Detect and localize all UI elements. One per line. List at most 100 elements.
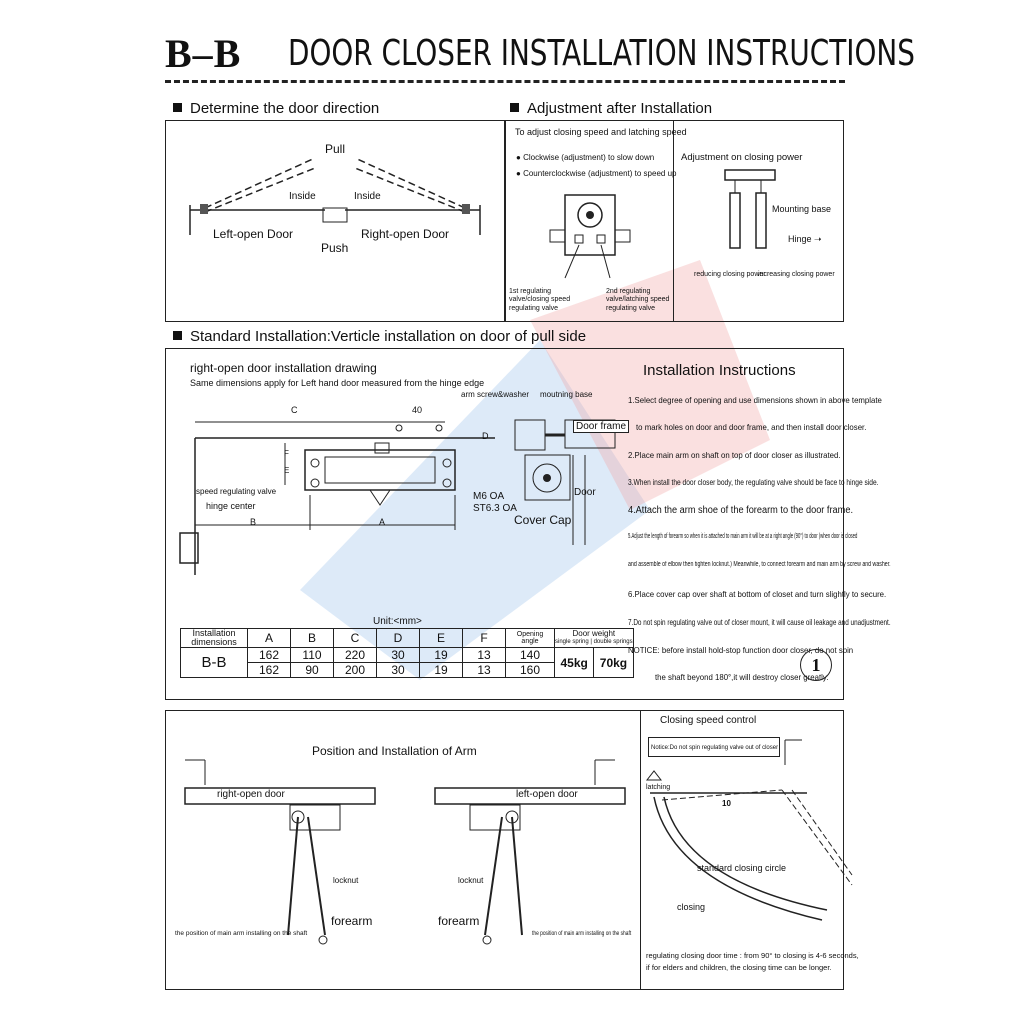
- table-cell: 90: [290, 662, 334, 678]
- closing-label: closing: [677, 902, 706, 912]
- speed-footer-1: regulating closing door time : from 90° …: [646, 951, 859, 960]
- model-cell: B-B: [180, 647, 248, 678]
- table-cell: 19: [419, 647, 463, 663]
- arm-position-diagram: [184, 759, 626, 945]
- mounting-base-label2: moutning base: [540, 390, 593, 399]
- table-cell: 19: [419, 662, 463, 678]
- closing-speed-diagram: [645, 739, 853, 921]
- weight-double-cell: 70kg: [593, 647, 634, 678]
- m6-label: M6 OA: [473, 491, 505, 502]
- col-f: F: [462, 628, 506, 648]
- dim-c-label: C: [291, 405, 298, 415]
- door-label: Door: [574, 487, 596, 498]
- step-line: NOTICE: before install hold-stop functio…: [628, 645, 854, 655]
- closing-power-diagram: [724, 169, 776, 249]
- step-line: 5.Adjust the length of forearm so when i…: [628, 533, 858, 540]
- valve2-caption: 2nd regulating valve/latching speed regu…: [606, 288, 670, 312]
- bullet-square-icon: [173, 331, 182, 340]
- step-line: 4.Attach the arm shoe of the forearm to …: [628, 505, 854, 516]
- table-cell: 160: [505, 662, 555, 678]
- step-line: 3.When install the door closer body, the…: [628, 477, 879, 487]
- bullet-square-icon: [173, 103, 182, 112]
- unit-label: Unit:<mm>: [373, 616, 422, 627]
- speed-notice-box: Notice:Do not spin regulating valve out …: [648, 737, 780, 757]
- dim-e-label: E: [284, 466, 290, 475]
- weight-single-cell: 45kg: [553, 647, 595, 678]
- table-cell: 30: [376, 647, 420, 663]
- door-frame-label: Door frame: [573, 420, 630, 433]
- arm-panel: [165, 710, 844, 990]
- step-line: to mark holes on door and door frame, an…: [636, 422, 867, 432]
- speed-valve-label: speed regulating valve: [196, 487, 277, 496]
- hinge-center-label: hinge center: [206, 501, 256, 511]
- col-b: B: [290, 628, 334, 648]
- section-heading-adjustment: Adjustment after Installation: [510, 100, 712, 117]
- inside-left-label: Inside: [289, 191, 316, 202]
- locknut-right-label: locknut: [333, 876, 359, 885]
- push-label: Push: [321, 241, 349, 255]
- standard-closing-circle-label: standard closing circle: [697, 863, 787, 873]
- standard-installation-panel: [165, 348, 844, 700]
- speed-footer-2: if for elders and children, the closing …: [646, 963, 832, 972]
- forearm-left-label: forearm: [438, 914, 480, 928]
- table-cell: 13: [462, 662, 506, 678]
- step-line: 6.Place cover cap over shaft at bottom o…: [628, 589, 887, 599]
- main-arm-position-right: the position of main arm installing on t…: [175, 930, 308, 937]
- speed-control-title: Closing speed control: [660, 715, 757, 726]
- door-direction-panel: [165, 120, 505, 322]
- dim-40-label: 40: [412, 405, 423, 415]
- table-cell: 162: [247, 647, 291, 663]
- inside-right-label: Inside: [354, 191, 381, 202]
- adjustment-divider: [673, 120, 674, 322]
- bullet-clockwise: ● Clockwise (adjustment) to slow down: [516, 153, 655, 162]
- right-open-door-label: Right-open Door: [361, 227, 450, 241]
- left-open-door-arm-label: left-open door: [516, 789, 578, 800]
- main-arm-position-left: the position of main arm installing on t…: [532, 930, 632, 937]
- table-header-label: Installation dimensions: [180, 628, 248, 648]
- title-underline: [165, 80, 845, 83]
- step-line: the shaft beyond 180°,it will destroy cl…: [655, 672, 829, 682]
- table-cell: 13: [462, 647, 506, 663]
- dim-a-label: A: [379, 517, 386, 527]
- latching-label: latching: [646, 784, 671, 791]
- col-e: E: [419, 628, 463, 648]
- page-number-badge: 1: [800, 649, 832, 681]
- step-line: and assemble of elbow then tighten lockn…: [628, 561, 891, 568]
- instructions-title: Installation Instructions: [643, 362, 796, 379]
- regulating-valve-diagram: [549, 194, 631, 279]
- locknut-left-label: locknut: [458, 876, 484, 885]
- mounting-base-label: Mounting base: [772, 204, 832, 214]
- increasing-power-caption: increasing closing power: [758, 271, 835, 278]
- section-heading-direction: Determine the door direction: [173, 100, 379, 117]
- model-title: B–B: [165, 31, 242, 76]
- drawing-title: right-open door installation drawing: [190, 361, 377, 375]
- arm-screw-label: arm screw&washer: [461, 390, 530, 399]
- door-frame-detail: [514, 419, 616, 545]
- dim-b-label: B: [250, 517, 257, 527]
- reducing-power-caption: reducing closing power: [694, 271, 766, 278]
- pull-label: Pull: [325, 142, 346, 156]
- drawing-subtitle: Same dimensions apply for Left hand door…: [190, 378, 485, 388]
- forearm-right-label: forearm: [331, 914, 373, 928]
- left-open-door-label: Left-open Door: [213, 227, 294, 241]
- bullet-square-icon: [510, 103, 519, 112]
- table-cell: 30: [376, 662, 420, 678]
- cover-cap-label: Cover Cap: [514, 513, 572, 527]
- hinge-label: Hinge ➝: [788, 234, 822, 244]
- closing-power-title: Adjustment on closing power: [681, 152, 803, 163]
- valve1-caption: 1st regulating valve/closing speed regul…: [509, 288, 571, 312]
- dim-d-label: D: [482, 431, 489, 441]
- door-direction-diagram: [189, 157, 481, 235]
- col-a: A: [247, 628, 291, 648]
- col-c: C: [333, 628, 377, 648]
- step-line: 1.Select degree of opening and use dimen…: [628, 395, 882, 405]
- dim-f-label: F: [284, 449, 289, 458]
- table-cell: 140: [505, 647, 555, 663]
- right-open-door-arm-label: right-open door: [217, 789, 285, 800]
- table-cell: 162: [247, 662, 291, 678]
- col-d: D: [376, 628, 420, 648]
- adjustment-panel: [505, 120, 844, 322]
- table-cell: 110: [290, 647, 334, 663]
- bullet-counterclockwise: ● Counterclockwise (adjustment) to speed…: [516, 169, 677, 178]
